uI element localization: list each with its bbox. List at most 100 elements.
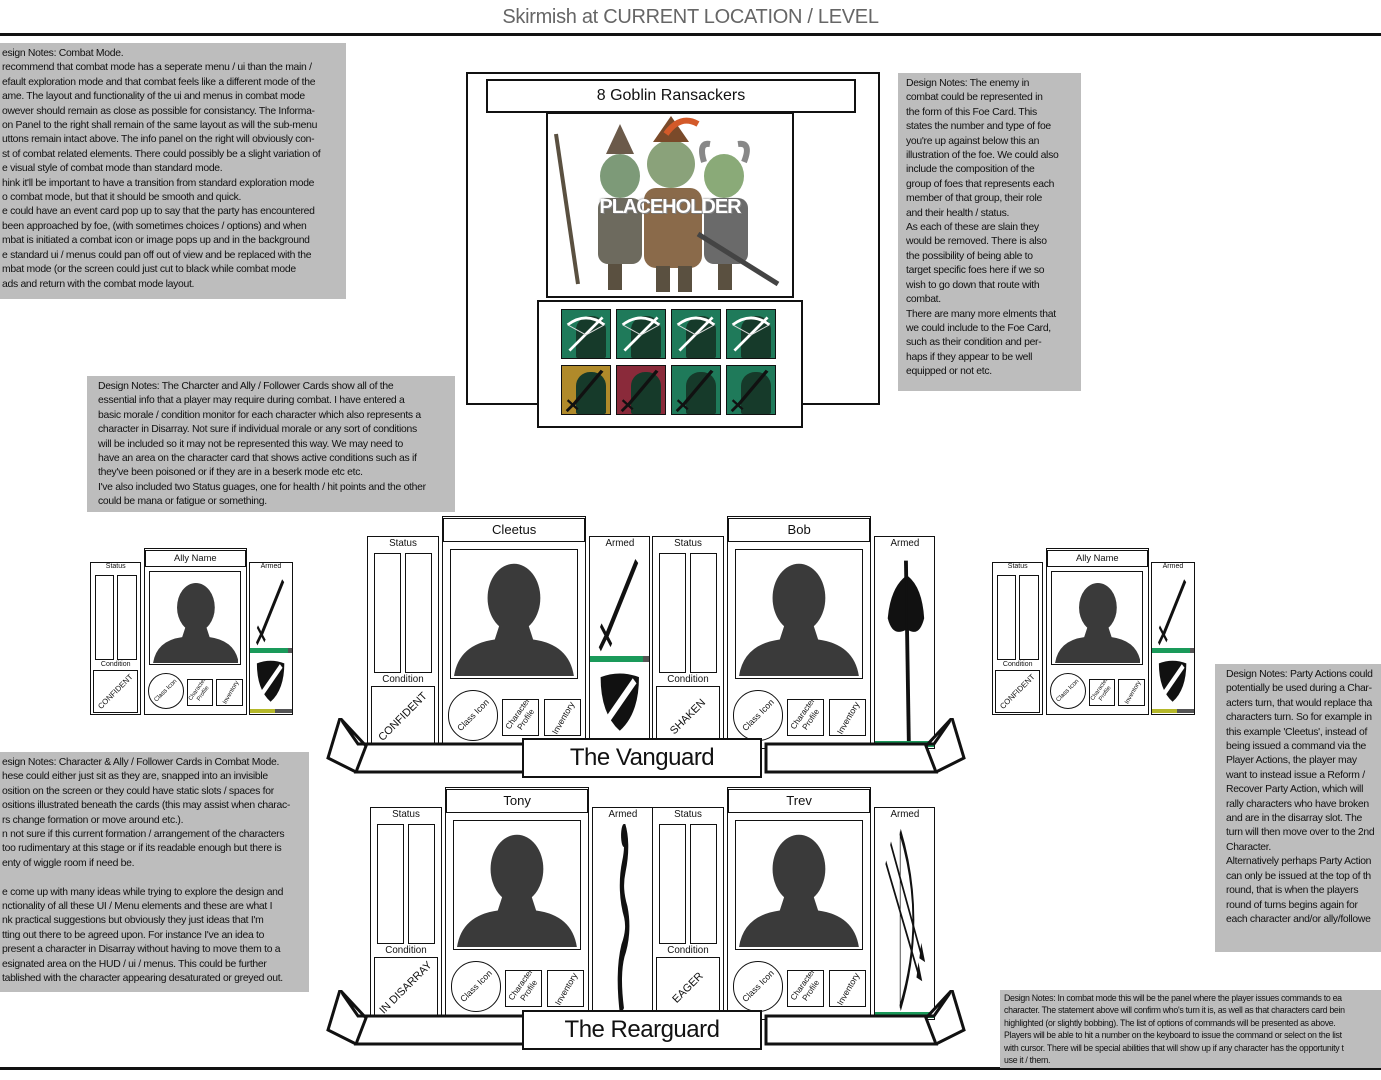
inventory-button[interactable]: Inventory (828, 970, 866, 1008)
page-title: Skirmish at CURRENT LOCATION / LEVEL (502, 6, 879, 28)
condition-label: Condition (385, 944, 427, 956)
mana-gauge (1019, 574, 1039, 661)
health-gauge (996, 574, 1017, 661)
mana-gauge (117, 574, 137, 661)
crossbow-icon (566, 316, 606, 352)
character-name: Tony (503, 793, 531, 809)
class-icon-button[interactable]: Class Icon (450, 961, 501, 1012)
inventory-button[interactable]: Inventory (546, 970, 584, 1008)
foe-roster-slot[interactable] (616, 309, 666, 359)
armed-label: Armed (608, 808, 638, 820)
status-label: Status (105, 563, 126, 571)
mana-gauge (690, 553, 718, 673)
status-label: Status (392, 808, 420, 820)
character-name-box: Ally Name (144, 549, 246, 567)
note-character-cards: Design Notes: The Charcter and Ally / Fo… (87, 376, 455, 512)
condition-label: Condition (100, 661, 131, 669)
class-icon-button[interactable]: Class Icon (1049, 672, 1086, 709)
character-name: Cleetus (491, 522, 537, 538)
silhouette-icon (457, 834, 577, 948)
foe-roster-slot[interactable] (726, 309, 776, 359)
character-profile-button[interactable]: Character Profile (502, 699, 540, 737)
health-bar (590, 655, 650, 663)
character-profile-label: Character Profile (187, 679, 211, 702)
goblin-shadow (686, 372, 716, 414)
sword-icon (598, 559, 639, 652)
shield-icon (1159, 660, 1187, 702)
secondary-bar (249, 708, 292, 714)
health-bar-fill (590, 655, 644, 663)
health-gauge (658, 553, 686, 673)
portrait-frame (449, 548, 579, 680)
character-name-box: Ally Name (1046, 549, 1148, 567)
crossbow-icon (621, 316, 661, 352)
vanguard-banner-label: The Vanguard (522, 738, 762, 778)
foe-illustration: PLACEHOLDER (546, 112, 794, 298)
health-gauge (658, 824, 686, 944)
sword-icon (730, 369, 769, 413)
condition-label: Condition (667, 944, 709, 956)
armed-label: Armed (260, 563, 282, 571)
goblin-shadow (576, 372, 606, 414)
foe-roster-slot[interactable] (561, 365, 611, 415)
foe-roster-slot[interactable] (561, 309, 611, 359)
character-profile-button[interactable]: Character Profile (505, 970, 543, 1008)
silhouette-icon (454, 563, 574, 677)
inventory-button[interactable]: Inventory (216, 679, 243, 706)
condition-value: CONFIDENT (998, 672, 1037, 711)
character-profile-button[interactable]: Character Profile (787, 699, 825, 737)
secondary-bar (1151, 708, 1194, 714)
rearguard-banner: The Rearguard (326, 988, 966, 1060)
foe-roster-grid (537, 300, 803, 428)
bottom-divider (0, 1067, 1381, 1070)
foe-roster-slot[interactable] (726, 365, 776, 415)
banner-ribbon-icon (326, 988, 966, 1046)
character-name: Bob (787, 522, 811, 538)
silhouette-icon (152, 582, 239, 663)
health-bar (249, 647, 292, 653)
character-profile-button[interactable]: Character Profile (1088, 679, 1116, 706)
inventory-label: Inventory (1123, 680, 1143, 706)
portrait-frame (452, 819, 582, 951)
note-cards-combat-mode: esign Notes: Character & Ally / Follower… (0, 752, 309, 992)
secondary-bar-fill (249, 708, 276, 714)
rearguard-banner-label: The Rearguard (522, 1010, 762, 1050)
goblin-shadow (741, 372, 771, 414)
bow-icon (885, 828, 926, 1012)
condition-box: CONFIDENT (371, 686, 435, 748)
secondary-bar-fill (1151, 708, 1178, 714)
foe-roster-slot[interactable] (616, 365, 666, 415)
class-icon-button[interactable]: Class Icon (147, 672, 184, 709)
character-name: Trev (786, 793, 812, 809)
inventory-button[interactable]: Inventory (543, 699, 581, 737)
character-profile-label: Character Profile (1089, 679, 1113, 702)
portrait-frame (734, 819, 864, 951)
foe-roster-slot[interactable] (671, 309, 721, 359)
character-profile-button[interactable]: Character Profile (186, 679, 214, 706)
foe-roster-slot[interactable] (671, 365, 721, 415)
character-profile-button[interactable]: Character Profile (787, 970, 825, 1008)
inventory-label: Inventory (221, 680, 241, 706)
status-label: Status (674, 537, 702, 549)
status-label: Status (674, 808, 702, 820)
condition-box: SHAKEN (656, 686, 720, 748)
crossbow-icon (731, 316, 771, 352)
health-bar-fill (1151, 647, 1190, 653)
inventory-button[interactable]: Inventory (1118, 679, 1145, 706)
goblin-shadow (631, 372, 661, 414)
class-icon-button[interactable]: Class Icon (732, 961, 783, 1012)
mana-gauge (405, 553, 433, 673)
vanguard-banner: The Vanguard (326, 716, 966, 788)
condition-box: IN DISARRAY (374, 957, 438, 1019)
health-gauge (94, 574, 115, 661)
status-label: Status (1007, 563, 1028, 571)
condition-label: Condition (1002, 661, 1033, 669)
status-label: Status (389, 537, 417, 549)
class-icon-button[interactable]: Class Icon (447, 690, 498, 741)
inventory-button[interactable]: Inventory (828, 699, 866, 737)
